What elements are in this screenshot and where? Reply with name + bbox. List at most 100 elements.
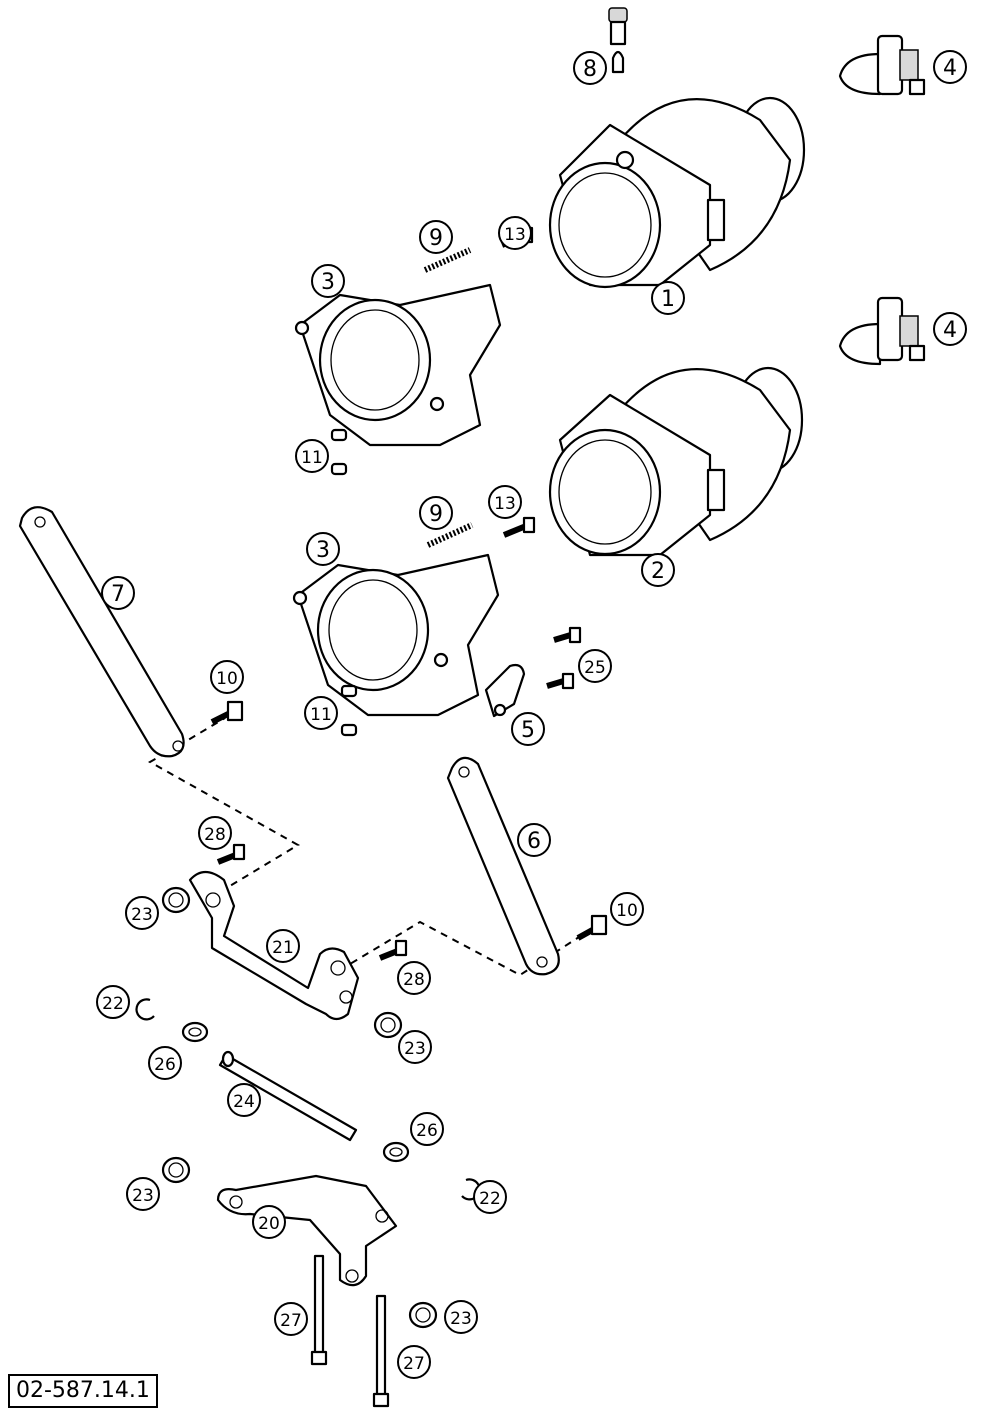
callout-23-c-label: 23 [132,1186,154,1206]
callout-23-b-label: 23 [404,1039,426,1059]
callout-8: 8 [573,51,607,85]
callout-23-c: 23 [126,1177,160,1211]
callout-13-bottom-label: 13 [494,494,516,514]
callout-23-d-label: 23 [450,1309,472,1329]
callout-7: 7 [101,576,135,610]
clip-22-left [135,998,155,1021]
halogen-bulb-4-bottom [838,296,926,366]
callout-11-top: 11 [295,439,329,473]
callout-4-bottom: 4 [933,312,967,346]
callout-11-top-label: 11 [301,448,323,468]
screw-28-top [216,843,246,865]
callout-20-label: 20 [258,1214,280,1234]
callout-26-b: 26 [410,1112,444,1146]
headlight-projector-2 [548,366,804,557]
callout-22-right-label: 22 [479,1189,501,1209]
washer-26-b [382,1141,410,1163]
bolt-10-bottom [576,914,608,941]
callout-6: 6 [517,823,551,857]
callout-2-label: 2 [651,559,665,584]
callout-2: 2 [641,553,675,587]
bolt-27-left [310,1254,328,1366]
axle-24 [218,1050,358,1142]
headlight-projector-1 [548,96,806,289]
callout-28-bottom-label: 28 [403,970,425,990]
callout-22-left-label: 22 [102,994,124,1014]
diagram-reference-number: 02-587.14.1 [8,1374,158,1408]
screw-25 [546,626,582,690]
callout-24-label: 24 [233,1092,255,1112]
callout-5-label: 5 [521,718,535,743]
callout-20: 20 [252,1205,286,1239]
strut-6 [446,756,560,976]
callout-23-a: 23 [125,896,159,930]
screw-11-top [330,428,348,476]
halogen-bulb-4-top [838,34,926,96]
bracket-5 [484,663,526,718]
headlight-holder-3-top [294,283,502,447]
callout-3-bottom: 3 [306,532,340,566]
callout-27-left-label: 27 [280,1311,302,1331]
callout-23-a-label: 23 [131,905,153,925]
callout-26-a-label: 26 [154,1055,176,1075]
callout-3-top: 3 [311,264,345,298]
strut-7 [18,506,185,758]
callout-5: 5 [511,712,545,746]
callout-8-label: 8 [583,57,597,82]
bolt-10-top [210,700,244,725]
callout-13-top-label: 13 [504,225,526,245]
callout-28-top-label: 28 [204,825,226,845]
callout-28-bottom: 28 [397,961,431,995]
callout-28-top: 28 [198,816,232,850]
callout-26-b-label: 26 [416,1121,438,1141]
callout-13-bottom: 13 [488,485,522,519]
bracket-20 [216,1174,398,1287]
grommet-23-a [161,886,191,914]
screw-13-bottom [502,516,536,538]
callout-1: 1 [651,281,685,315]
grommet-23-d [408,1301,438,1329]
callout-11-bottom: 11 [304,696,338,730]
callout-4-bottom-label: 4 [943,318,957,343]
callout-9-top-label: 9 [429,226,443,251]
headlight-holder-3-bottom [292,553,500,717]
callout-27-left: 27 [274,1302,308,1336]
callout-3-bottom-label: 3 [316,538,330,563]
callout-9-bottom-label: 9 [429,502,443,527]
callout-23-b: 23 [398,1030,432,1064]
spring-9-bottom [426,522,474,548]
callout-25-label: 25 [584,658,606,678]
callout-27-right-label: 27 [403,1354,425,1374]
callout-22-right: 22 [473,1180,507,1214]
callout-21-label: 21 [272,938,294,958]
callout-10-bottom: 10 [610,892,644,926]
small-bulb-8 [608,7,628,74]
callout-13-top: 13 [498,216,532,250]
callout-10-top: 10 [210,660,244,694]
callout-9-top: 9 [419,220,453,254]
callout-1-label: 1 [661,287,675,312]
spring-9-top [423,247,472,273]
bracket-21 [188,870,360,1021]
callout-10-top-label: 10 [216,669,238,689]
callout-22-left: 22 [96,985,130,1019]
grommet-23-b [373,1011,403,1039]
screw-28-bottom [378,939,408,961]
callout-23-d: 23 [444,1300,478,1334]
screw-11-bottom [340,684,358,737]
callout-6-label: 6 [527,829,541,854]
callout-25: 25 [578,649,612,683]
callout-3-top-label: 3 [321,270,335,295]
callout-21: 21 [266,929,300,963]
washer-26-a [181,1021,209,1043]
callout-27-right: 27 [397,1345,431,1379]
callout-7-label: 7 [111,582,125,607]
callout-24: 24 [227,1083,261,1117]
callout-9-bottom: 9 [419,496,453,530]
callout-11-bottom-label: 11 [310,705,332,725]
grommet-23-c [161,1156,191,1184]
callout-26-a: 26 [148,1046,182,1080]
callout-4-top-label: 4 [943,56,957,81]
